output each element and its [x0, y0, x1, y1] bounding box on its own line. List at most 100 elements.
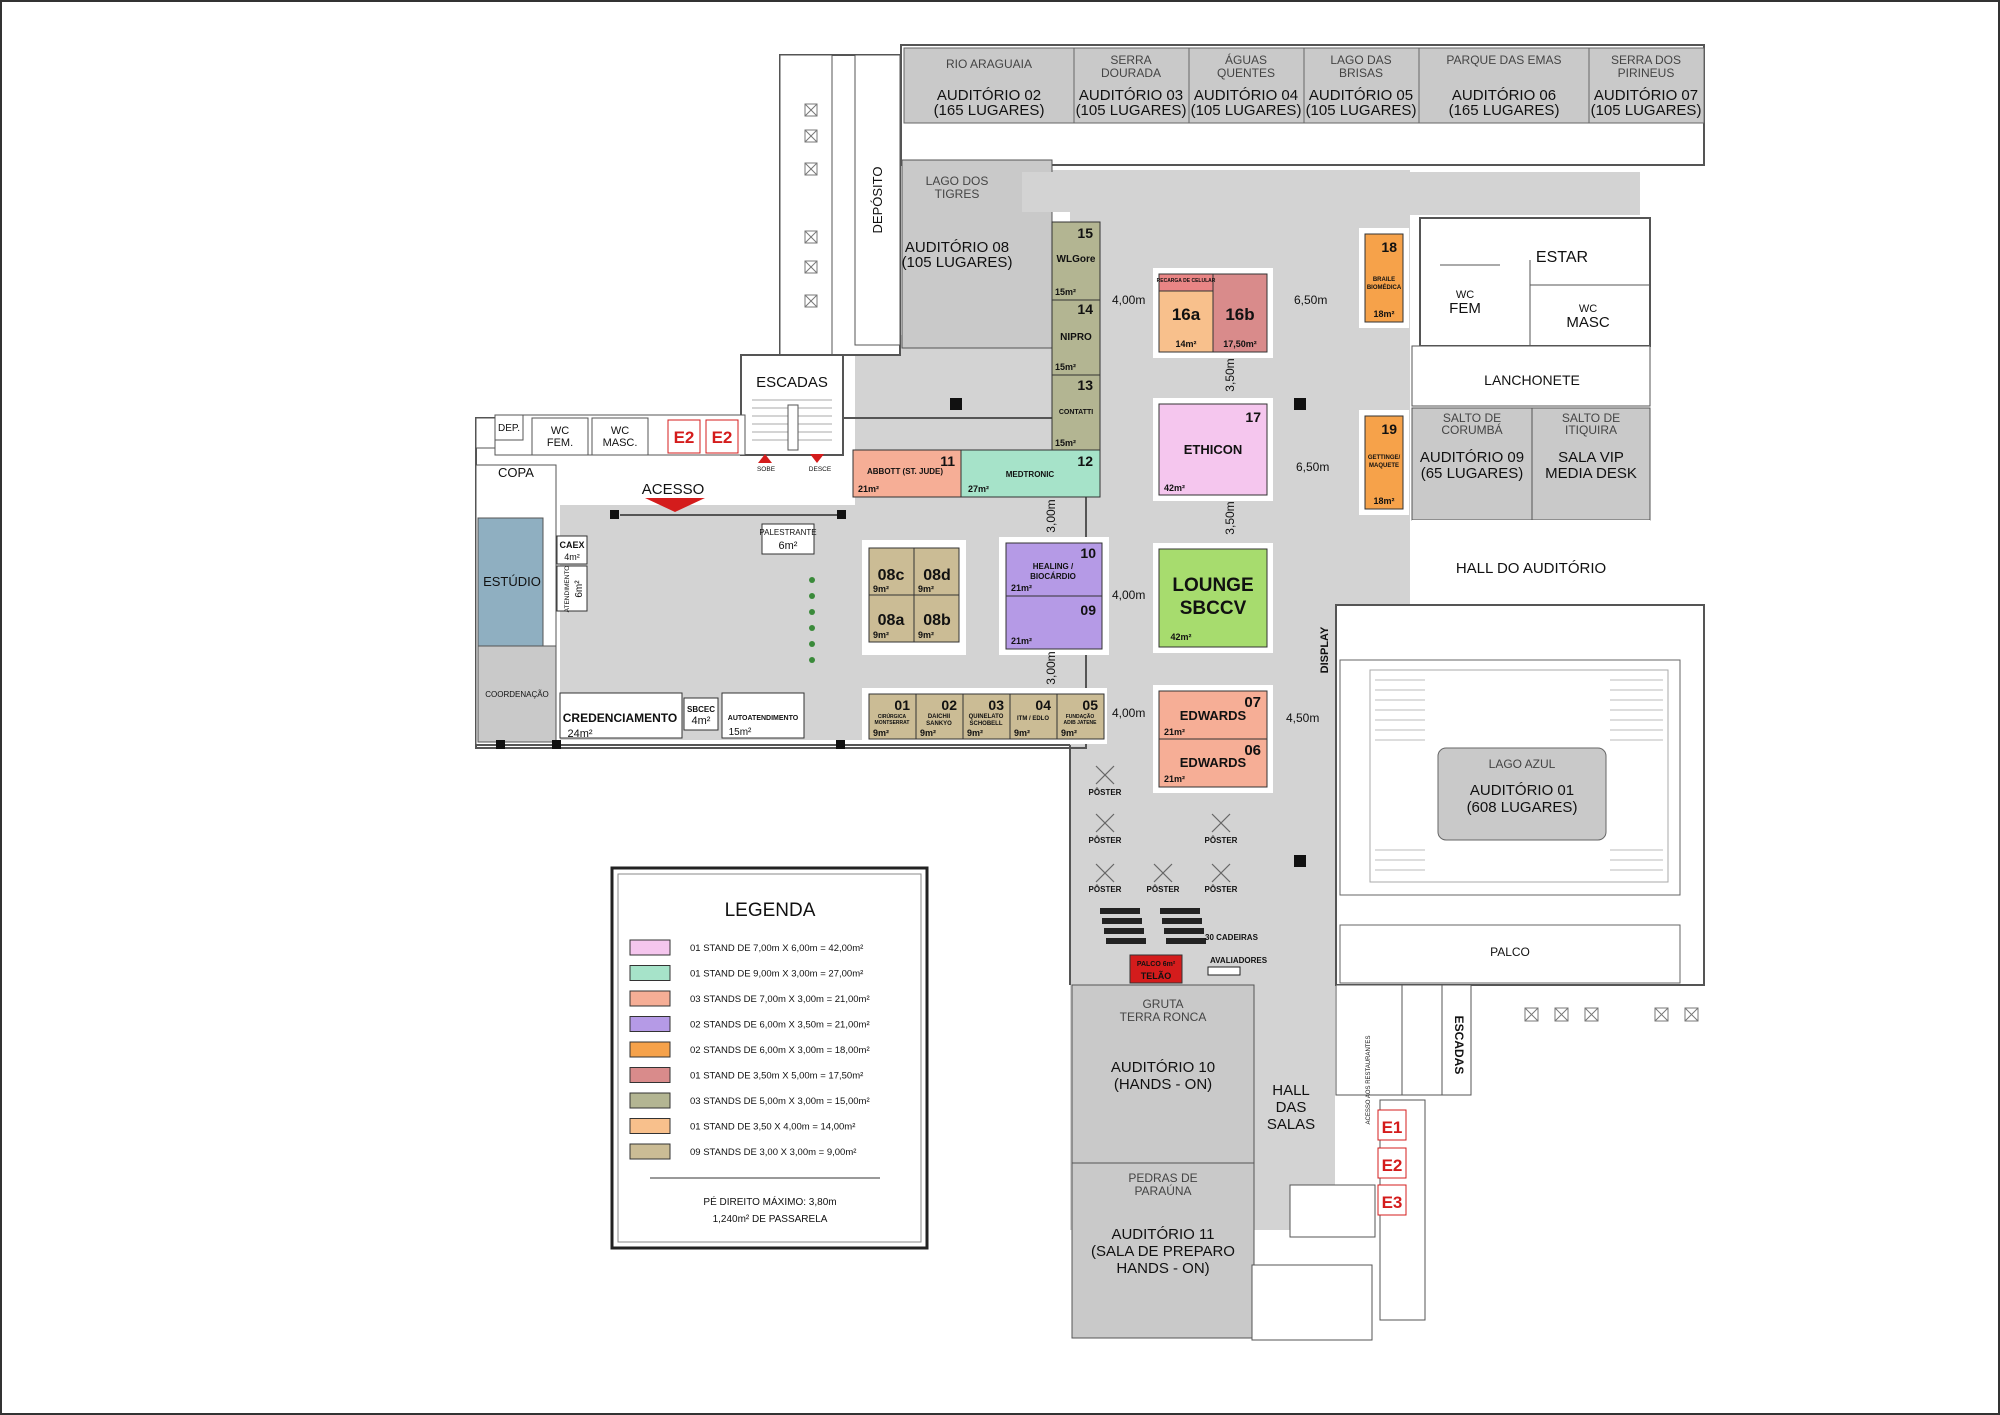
salavip-line2: MEDIA DESK	[1545, 465, 1637, 482]
legend-item-label: 01 STAND DE 3,50 X 4,00m = 14,00m²	[690, 1122, 855, 1133]
wc-estar-block	[1411, 217, 1651, 407]
salavip-name2: ITIQUIRA	[1565, 423, 1617, 437]
stand-08b-num: 08b	[923, 612, 951, 629]
box-x-icon	[1684, 1007, 1699, 1022]
wc-masc-l2: MASC.	[603, 437, 638, 449]
stand-03-name1: QUINELATO	[969, 714, 1004, 720]
stand-16b-area: 17,50m²	[1223, 339, 1257, 349]
dim-400-a: 4,00m	[1112, 293, 1145, 307]
stand-18-num: 18	[1381, 239, 1397, 255]
stand-03-area: 9m²	[967, 728, 983, 738]
stand-18-name1: BRAILE	[1373, 277, 1395, 283]
aud06-label: AUDITÓRIO 06	[1452, 87, 1556, 104]
poster-label-4: PÔSTER	[1089, 885, 1122, 894]
aud11-room	[1071, 1162, 1255, 1339]
stand-07-num: 07	[1244, 694, 1261, 711]
stand-09-area: 21m²	[1011, 636, 1032, 646]
estudio-room	[477, 517, 544, 647]
escadas-right-label: ESCADAS	[1452, 1016, 1466, 1075]
stand-12-area: 27m²	[968, 484, 989, 494]
aud04-label: AUDITÓRIO 04	[1194, 87, 1298, 104]
plant-icon	[809, 577, 815, 663]
stand-05-name2: ADIB JATENE	[1064, 720, 1098, 726]
legend-swatch	[629, 1067, 671, 1083]
aud08-seats: (105 LUGARES)	[902, 254, 1013, 271]
dim-300-b: 3,00m	[1044, 651, 1058, 684]
stand-03-name2: SCHOBELL	[970, 721, 1003, 727]
legend-note2: 1,240m² DE PASSARELA	[713, 1214, 828, 1225]
wc-masc-r2: MASC	[1566, 314, 1610, 331]
box-x-icon	[804, 230, 818, 244]
aud03-name2: DOURADA	[1101, 66, 1161, 80]
legend-swatch	[629, 1041, 671, 1058]
caex-box	[556, 535, 588, 565]
e2-left-b: E2	[712, 428, 733, 447]
aud07-seats: (105 LUGARES)	[1591, 102, 1702, 119]
aud05-label: AUDITÓRIO 05	[1309, 87, 1413, 104]
stand-07-name: EDWARDS	[1180, 708, 1247, 723]
box-x-icon	[804, 294, 818, 308]
dim-400-b: 4,00m	[1112, 588, 1145, 602]
stand-16-recarga-label: RECARGA DE CELULAR	[1157, 278, 1216, 284]
arrow-down-icon	[645, 498, 705, 512]
autoatendimento-label: AUTOATENDIMENTO	[728, 715, 799, 722]
dim-400-c: 4,00m	[1112, 706, 1145, 720]
coordenacao-room	[477, 645, 557, 743]
acesso-restaurantes-label: ACESSO AOS RESTAURANTES	[1366, 1036, 1372, 1125]
stand-06	[1158, 738, 1268, 788]
aud04-name2: QUENTES	[1217, 66, 1275, 80]
avaliadores-table	[1207, 966, 1241, 976]
box-x-icon	[1654, 1007, 1669, 1022]
aud11-label: AUDITÓRIO 11	[1111, 1226, 1214, 1243]
aud08-name1: LAGO DOS	[926, 174, 989, 188]
stand-19-area: 18m²	[1373, 496, 1394, 506]
stand-08a-num: 08a	[878, 612, 905, 629]
stand-05-name1: FUNDAÇÃO	[1066, 713, 1095, 720]
stand-01-num: 01	[894, 697, 910, 713]
stand-16b	[1212, 273, 1268, 353]
stand-08c-area: 9m²	[873, 584, 889, 594]
hall-salas-3: SALAS	[1267, 1116, 1315, 1133]
right-stairs-block	[1335, 984, 1472, 1321]
stand-09-num: 09	[1080, 602, 1096, 618]
stand-01-name2: MONTSERRAT	[875, 720, 910, 726]
stand-04-name1: ITM / EDLO	[1017, 716, 1049, 722]
palco-label: PALCO	[1490, 945, 1530, 959]
arrow-down-icon	[810, 454, 824, 463]
box-x-icon	[1584, 1007, 1599, 1022]
aud09-name2: CORUMBÁ	[1441, 422, 1502, 437]
aud10-name1: GRUTA	[1142, 997, 1183, 1011]
aud09-label: AUDITÓRIO 09	[1420, 449, 1524, 466]
stand-03-num: 03	[988, 697, 1004, 713]
caex-label: CAEX	[559, 540, 584, 550]
stand-08d-area: 9m²	[918, 584, 934, 594]
aud09-room	[1411, 407, 1533, 521]
hall-auditorio-label: HALL DO AUDITÓRIO	[1456, 560, 1606, 577]
stand-13-num: 13	[1077, 377, 1093, 393]
aud03-name1: SERRA	[1110, 53, 1151, 67]
aud07-name2: PIRINEUS	[1618, 66, 1675, 80]
atendimento-label: ATENDIMENTO	[564, 566, 571, 613]
stand-11	[852, 449, 962, 498]
caex-area: 4m²	[564, 552, 580, 562]
aud11-sub2: HANDS - ON)	[1116, 1260, 1209, 1277]
desce-label: DESCE	[809, 466, 832, 473]
aud11-name1: PEDRAS DE	[1128, 1171, 1197, 1185]
dim-450: 4,50m	[1286, 711, 1319, 725]
palco-telao-box	[1129, 954, 1183, 984]
dim-300-a: 3,00m	[1044, 499, 1058, 532]
stand-12-name: MEDTRONIC	[1006, 470, 1055, 479]
auditoriums-top	[900, 44, 1705, 166]
wc-masc-l1: WC	[611, 425, 629, 437]
legend-swatch	[629, 965, 671, 981]
display-label: DISPLAY	[1319, 626, 1331, 673]
legend-swatch	[629, 1143, 671, 1160]
dim-350-a: 3,50m	[1223, 358, 1237, 391]
legend-item-label: 02 STANDS DE 6,00m X 3,50m = 21,00m²	[690, 1020, 870, 1031]
stand-12	[960, 449, 1101, 498]
aud04-seats: (105 LUGARES)	[1191, 102, 1302, 119]
aud10-sub: (HANDS - ON)	[1114, 1076, 1212, 1093]
stand-15-area: 15m²	[1055, 287, 1076, 297]
dim-650-b: 6,50m	[1296, 460, 1329, 474]
